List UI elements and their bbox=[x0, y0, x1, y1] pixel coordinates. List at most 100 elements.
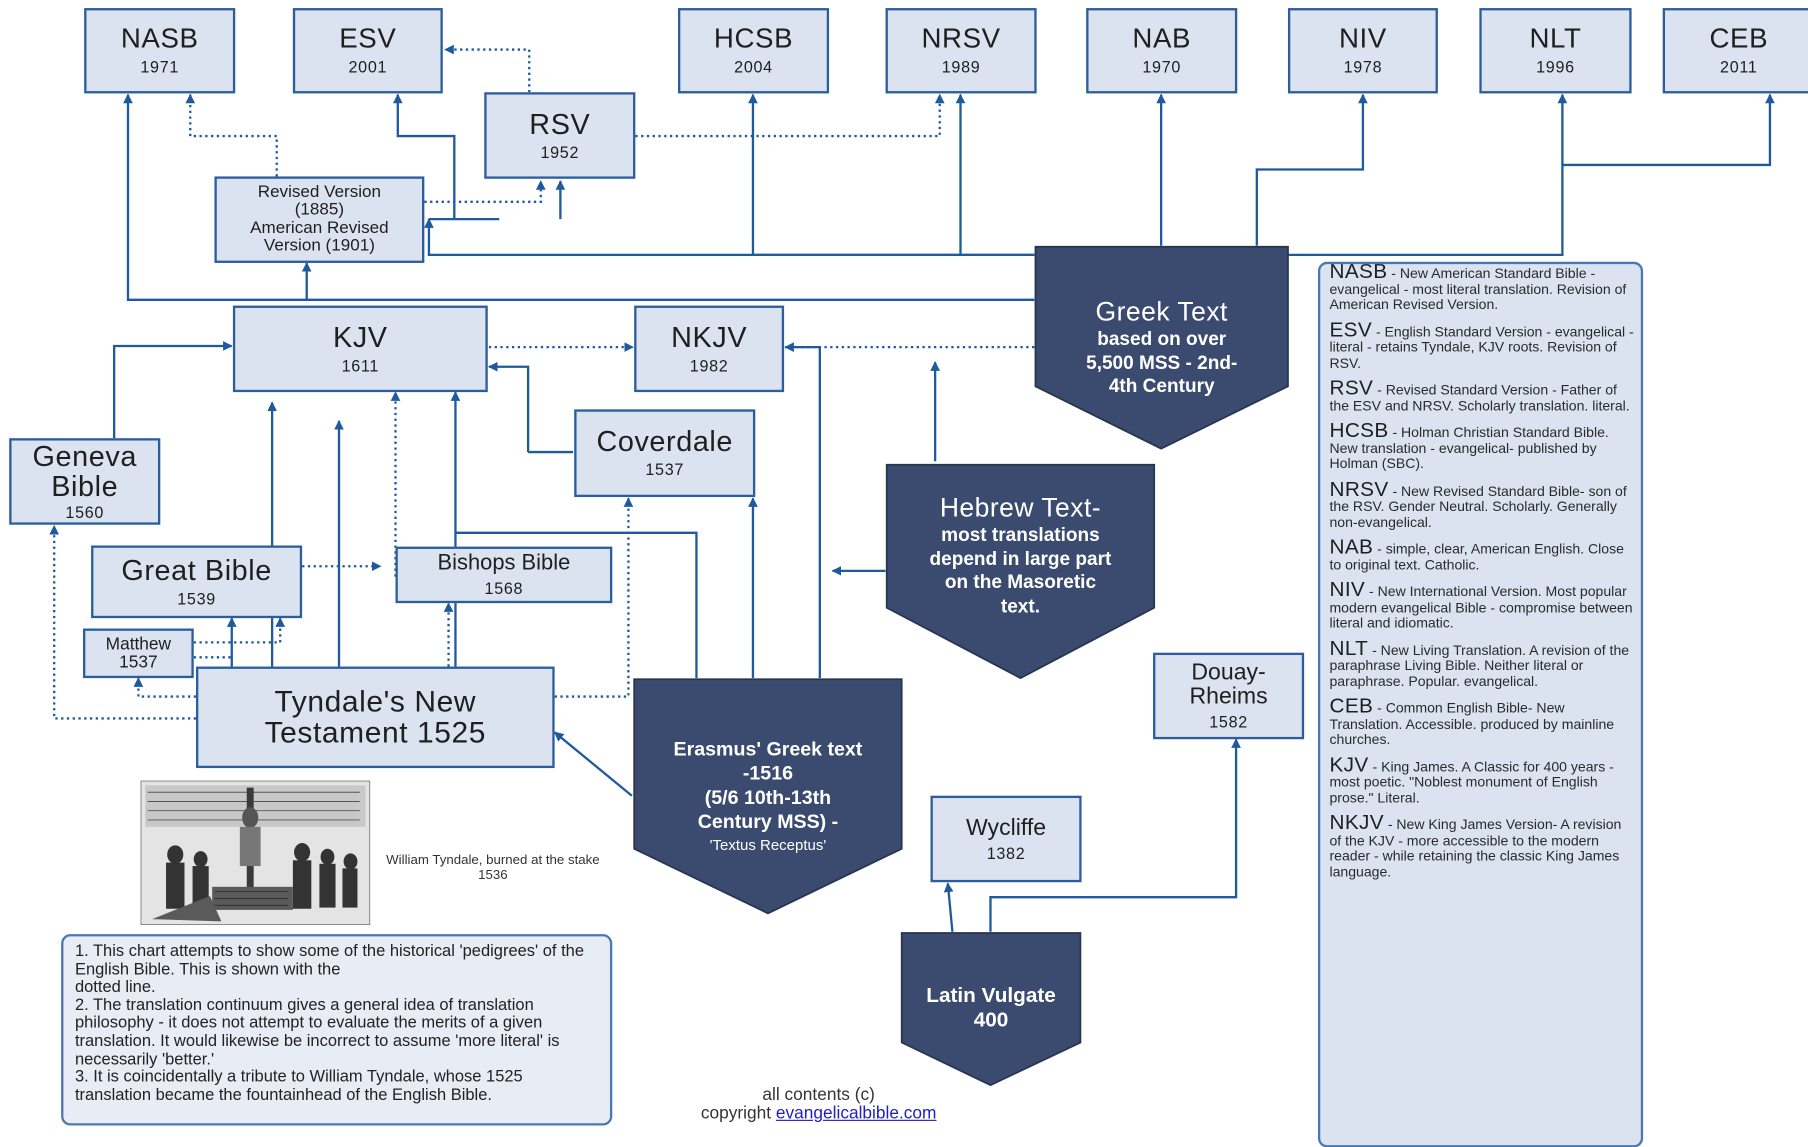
version-box-nasb: NASB 1971 bbox=[84, 8, 236, 94]
notes-box: 1. This chart attempts to show some of t… bbox=[61, 934, 613, 1126]
source-line: -1516 bbox=[742, 762, 793, 785]
copyright-prefix: copyright bbox=[700, 1103, 776, 1124]
version-year: 1537 bbox=[645, 460, 685, 479]
tyndale-line: Testament 1525 bbox=[264, 715, 487, 750]
legend-abbreviation: NIV bbox=[1329, 577, 1366, 601]
version-name: ESV bbox=[339, 23, 397, 55]
source-line: Latin Vulgate bbox=[926, 983, 1056, 1007]
version-name: Great Bible bbox=[121, 554, 272, 587]
source-line: Erasmus' Greek text bbox=[673, 738, 863, 760]
legend-description: - New Revised Standard Bible- son of the… bbox=[1329, 482, 1627, 530]
version-name: KJV bbox=[333, 321, 388, 354]
source-line: most translations bbox=[941, 524, 1100, 546]
version-year: 1996 bbox=[1536, 57, 1575, 77]
tyndale-woodcut-image bbox=[140, 780, 371, 925]
version-box-ceb: CEB 2011 bbox=[1662, 8, 1808, 94]
source-line: depend in large part bbox=[929, 548, 1112, 570]
version-box-geneva: Geneva Bible 1560 bbox=[9, 438, 161, 525]
source-title: Greek Text bbox=[1095, 296, 1228, 327]
legend-abbreviation: RSV bbox=[1329, 375, 1374, 400]
version-box-niv: NIV 1978 bbox=[1287, 8, 1438, 94]
version-name: Rheims bbox=[1189, 683, 1268, 709]
note-1-continued: dotted line. bbox=[74, 978, 156, 997]
legend-description: - New International Version. Most popula… bbox=[1329, 583, 1633, 631]
legend-entry: NRSV - New Revised Standard Bible- son o… bbox=[1329, 478, 1633, 530]
version-year: 2001 bbox=[348, 57, 388, 77]
version-year: 1982 bbox=[689, 355, 729, 375]
version-name: RSV bbox=[529, 107, 591, 141]
line-greek-rsv bbox=[424, 218, 1035, 257]
translation-legend: NASB - New American Standard Bible - eva… bbox=[1317, 261, 1644, 1147]
source-line: text. bbox=[1000, 595, 1041, 617]
version-box-tyndale: Tyndale's New Testament 1525 bbox=[196, 666, 555, 769]
legend-abbreviation: NRSV bbox=[1329, 476, 1389, 500]
version-name: NAB bbox=[1132, 23, 1192, 55]
version-name: Coverdale bbox=[596, 425, 734, 458]
legend-abbreviation: HCSB bbox=[1329, 418, 1389, 442]
source-line: on the Masoretic bbox=[944, 572, 1097, 593]
version-year: 1952 bbox=[540, 142, 580, 161]
version-name: CEB bbox=[1709, 23, 1769, 55]
legend-description: - Revised Standard Version - Father of t… bbox=[1329, 381, 1630, 414]
version-box-kjv: KJV 1611 bbox=[232, 305, 488, 393]
version-box-revised-version: Revised Version (1885) American Revised … bbox=[214, 176, 425, 263]
line-greek-hcsb bbox=[748, 93, 1035, 257]
version-box-nrsv: NRSV 1989 bbox=[885, 8, 1037, 94]
source-title: Hebrew Text- bbox=[939, 492, 1102, 523]
version-year: 1978 bbox=[1343, 57, 1383, 77]
version-year: 1971 bbox=[140, 57, 180, 77]
legend-entry: ESV - English Standard Version - evangel… bbox=[1329, 319, 1634, 371]
version-name: NASB bbox=[120, 23, 199, 55]
version-year: 1611 bbox=[341, 355, 380, 375]
legend-entry: KJV - King James. A Classic for 400 year… bbox=[1329, 754, 1633, 806]
version-year: 2004 bbox=[734, 57, 773, 77]
legend-abbreviation: NLT bbox=[1329, 636, 1369, 660]
source-line: (5/6 10th-13th bbox=[704, 786, 832, 809]
legend-description: - New Living Translation. A revision of … bbox=[1329, 641, 1630, 690]
tyndale-line: Tyndale's New bbox=[274, 683, 477, 719]
version-name: Douay- bbox=[1191, 659, 1266, 685]
legend-entry: NIV - New International Version. Most po… bbox=[1329, 579, 1633, 631]
version-year: 1970 bbox=[1142, 57, 1182, 77]
version-year: 1560 bbox=[65, 502, 105, 521]
version-year: 1537 bbox=[119, 652, 158, 672]
note-1: 1. This chart attempts to show some of t… bbox=[74, 942, 585, 979]
version-box-bishops-bible: Bishops Bible 1568 bbox=[395, 546, 613, 604]
version-name: Matthew bbox=[105, 633, 172, 654]
source-greek-text: Greek Text based on over 5,500 MSS - 2nd… bbox=[1034, 245, 1289, 450]
legend-abbreviation: ESV bbox=[1329, 317, 1373, 341]
version-year: 1568 bbox=[484, 578, 524, 598]
legend-description: - New King James Version- A revision of … bbox=[1329, 816, 1622, 880]
pentagon-shape bbox=[885, 463, 1156, 680]
source-erasmus-greek-text: Erasmus' Greek text -1516 (5/6 10th-13th… bbox=[633, 678, 903, 915]
legend-abbreviation: NAB bbox=[1329, 535, 1374, 559]
version-year: 1382 bbox=[986, 843, 1026, 863]
version-box-nkjv: NKJV 1982 bbox=[634, 305, 785, 393]
version-name: NLT bbox=[1529, 23, 1582, 55]
version-name: Wycliffe bbox=[965, 814, 1047, 841]
version-box-nab: NAB 1970 bbox=[1086, 8, 1238, 94]
legend-entry: HCSB - Holman Christian Standard Bible. … bbox=[1329, 420, 1633, 472]
version-year: 2011 bbox=[1720, 57, 1758, 77]
rv-line: Revised Version bbox=[257, 182, 382, 202]
legend-entry: NAB - simple, clear, American English. C… bbox=[1329, 536, 1633, 573]
version-box-douay-rheims: Douay- Rheims 1582 bbox=[1153, 652, 1305, 740]
legend-description: - King James. A Classic for 400 years - … bbox=[1329, 758, 1614, 806]
website-link[interactable]: evangelicalbible.com bbox=[775, 1103, 937, 1124]
version-name: NRSV bbox=[921, 23, 1001, 55]
version-name: NKJV bbox=[671, 321, 748, 354]
legend-description: - New American Standard Bible - evangeli… bbox=[1329, 265, 1627, 313]
legend-abbreviation: NASB bbox=[1329, 261, 1388, 283]
legend-abbreviation: KJV bbox=[1329, 752, 1369, 776]
version-box-great-bible: Great Bible 1539 bbox=[91, 545, 303, 619]
version-box-rsv: RSV 1952 bbox=[484, 92, 636, 179]
version-box-nlt: NLT 1996 bbox=[1479, 8, 1632, 94]
version-box-wycliffe: Wycliffe 1382 bbox=[930, 795, 1082, 883]
source-line: 5,500 MSS - 2nd- bbox=[1086, 352, 1238, 374]
note-2: 2. The translation continuum gives a gen… bbox=[74, 996, 560, 1069]
version-box-esv: ESV 2001 bbox=[292, 8, 443, 94]
legend-abbreviation: NKJV bbox=[1329, 810, 1384, 834]
legend-description: - English Standard Version - evangelical… bbox=[1329, 323, 1634, 371]
dotted-rv-nasb bbox=[185, 93, 278, 177]
